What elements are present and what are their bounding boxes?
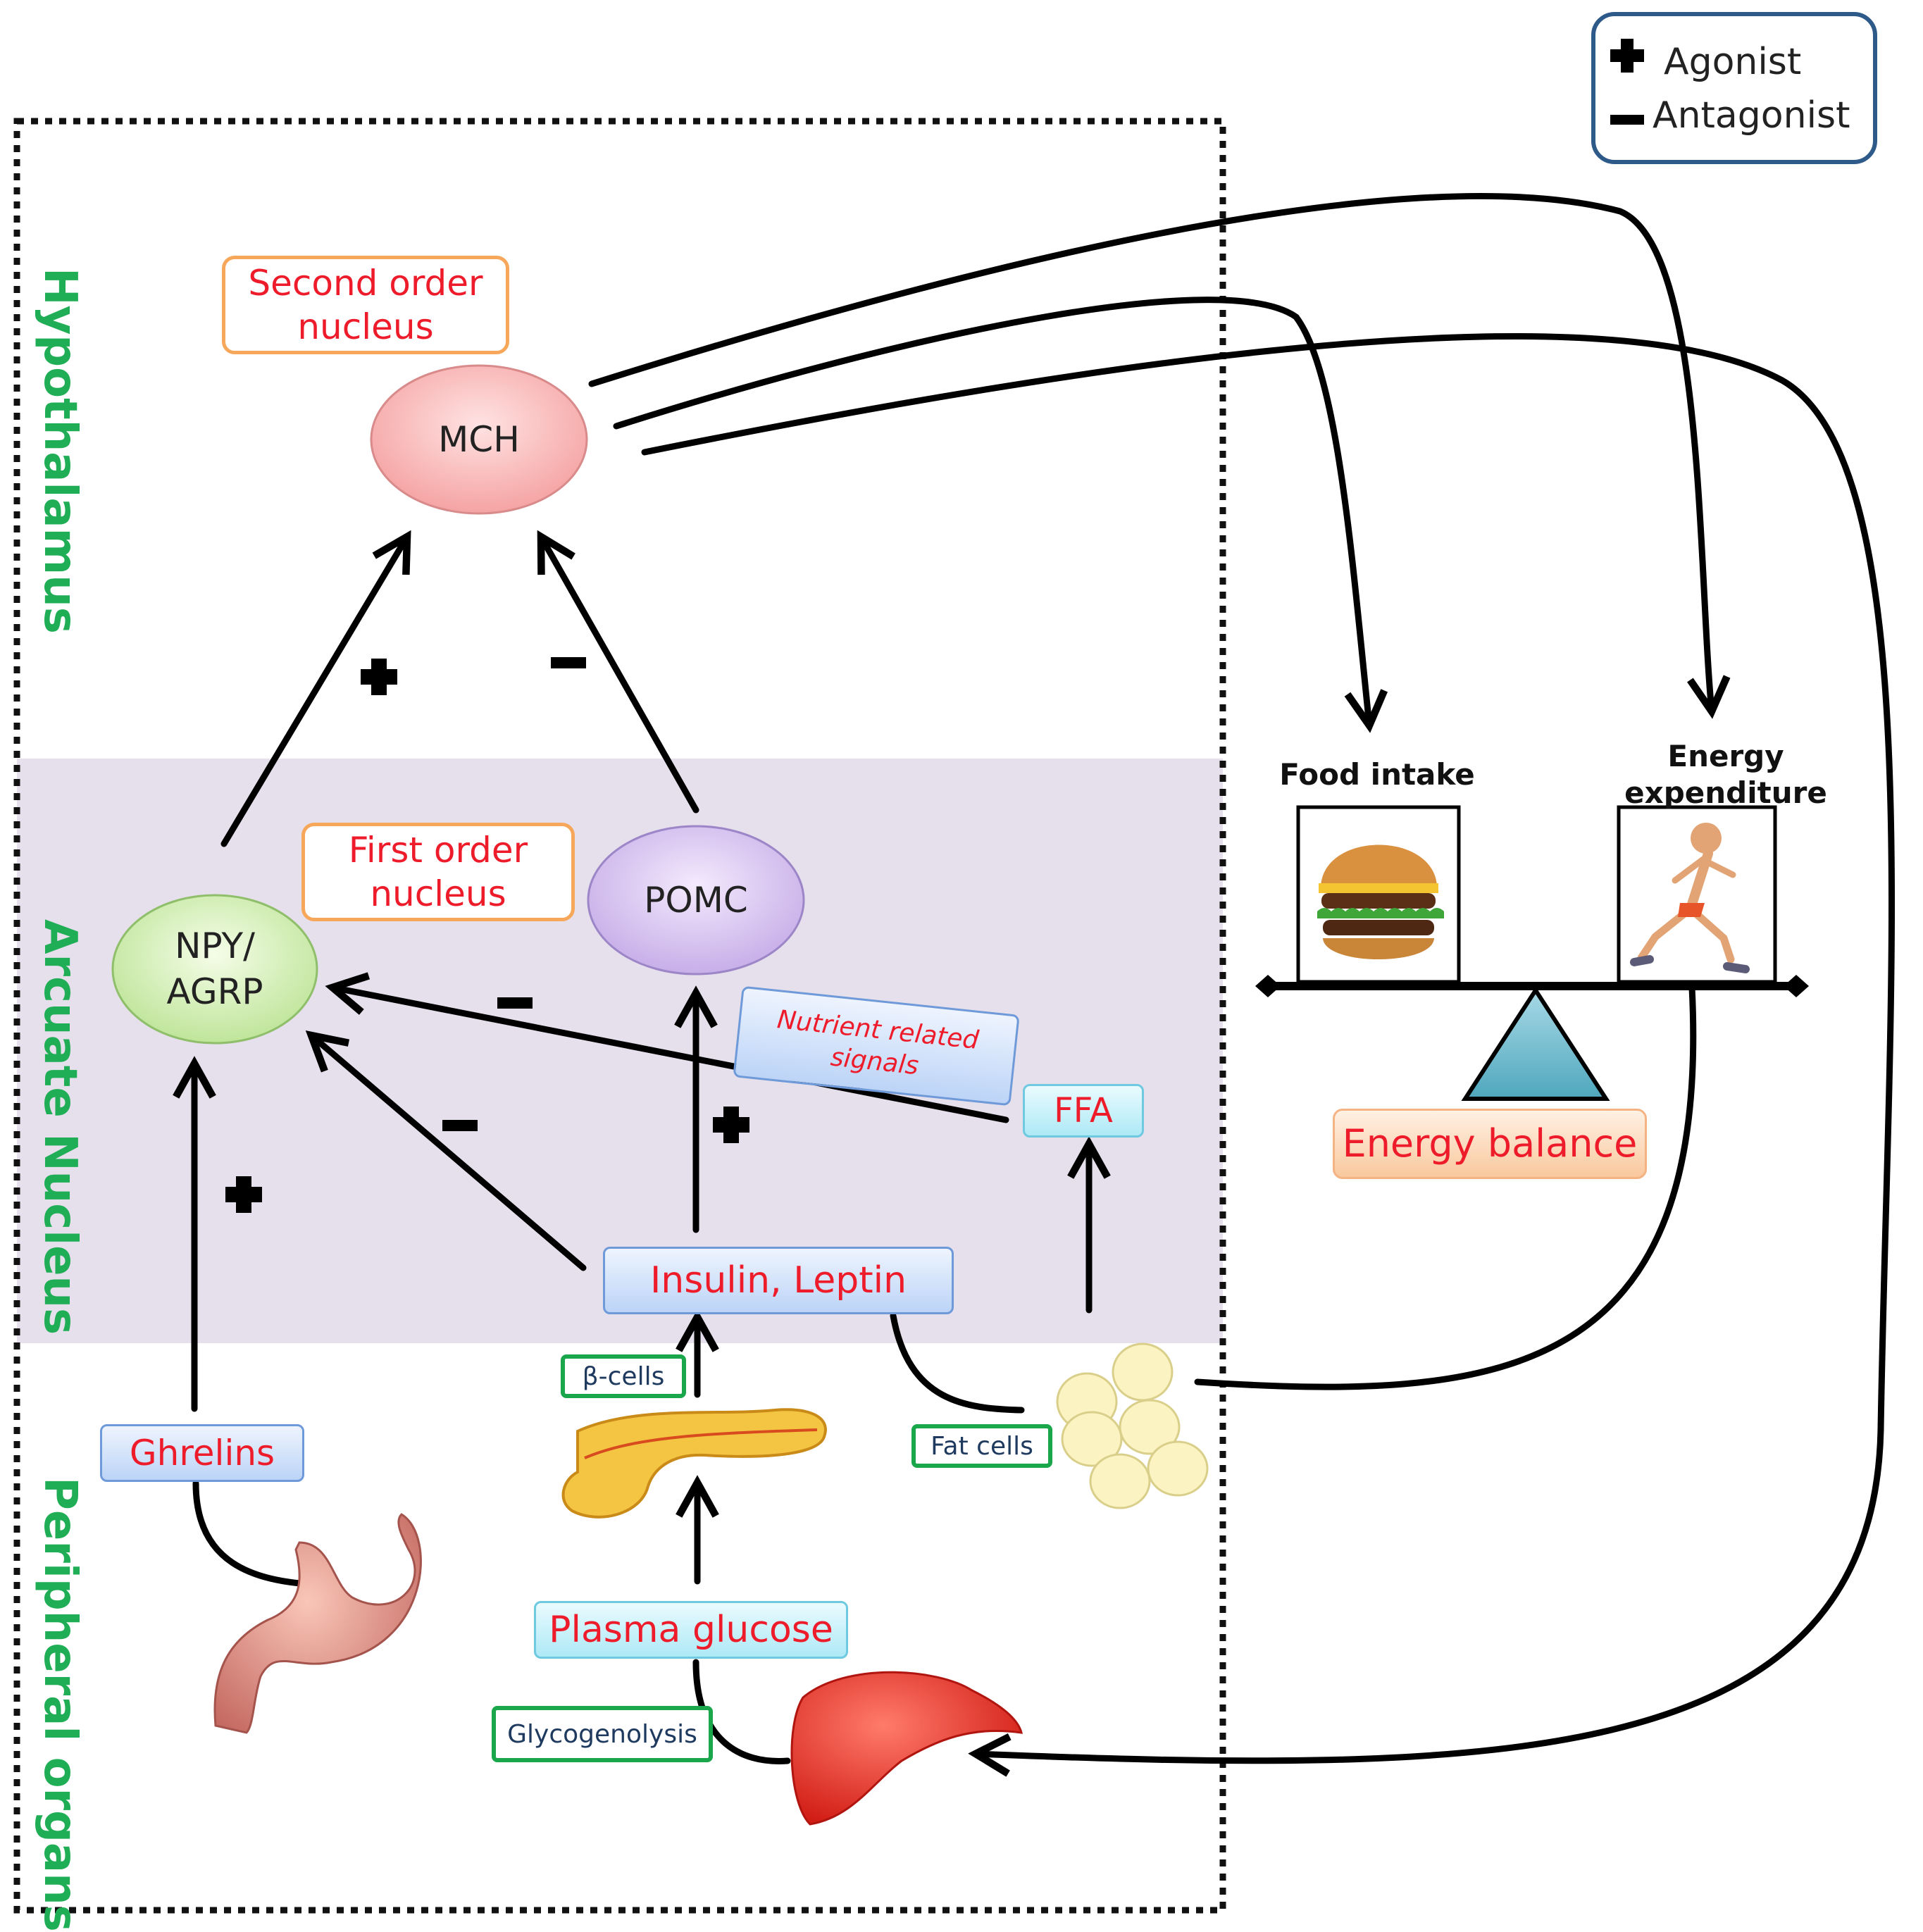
curve-ghrelins-stomach: [192, 1480, 320, 1588]
curve-mch-to-liver: [641, 333, 1896, 1761]
legend-minus-icon: [1610, 115, 1644, 125]
agonist-sign-ghrelins: [225, 1176, 262, 1213]
antagonist-sign-ffa-npy: [497, 997, 533, 1009]
antagonist-sign-insulin-npy: [442, 1120, 478, 1131]
curve-mch-to-food-intake: [613, 297, 1369, 725]
arrow-ffa-to-npy: [332, 987, 1009, 1123]
legend-plus-icon: [1610, 39, 1644, 73]
burger-icon: [1296, 805, 1461, 984]
glycogenolysis-box: Glycogenolysis: [492, 1706, 713, 1762]
arrow-insulin-to-npy: [311, 1035, 587, 1271]
agonist-sign-npy-mch: [361, 659, 397, 695]
ghrelins-box: Ghrelins: [100, 1424, 304, 1482]
insulin-leptin-box: Insulin, Leptin: [603, 1247, 954, 1314]
pomc-ellipse: [587, 825, 805, 976]
legend-agonist-label: Agonist: [1664, 40, 1802, 83]
liver-icon: [790, 1671, 1023, 1826]
agonist-sign-insulin-pomc: [713, 1107, 749, 1143]
energy-expenditure-label: Energy expenditure: [1624, 738, 1827, 811]
region-arcuate-label: Arcuate Nucleus: [34, 918, 86, 1335]
fat-cells-icon: [1056, 1342, 1209, 1509]
first-order-nucleus-box: First order nucleus: [301, 823, 575, 921]
second-order-nucleus-box: Second order nucleus: [222, 256, 509, 354]
region-hypothalamus-label: Hypothalamus: [34, 268, 86, 634]
antagonist-sign-pomc-mch: [551, 657, 586, 668]
curve-balance-to-fatcells: [1194, 984, 1697, 1390]
pancreas-icon: [561, 1408, 827, 1519]
curve-mch-to-energy-expenditure: [588, 193, 1712, 711]
stomach-icon: [213, 1513, 422, 1734]
runner-icon: [1617, 805, 1777, 984]
legend-antagonist-label: Antagonist: [1653, 94, 1850, 137]
ffa-box: FFA: [1023, 1084, 1144, 1138]
curve-insulin-fatcells: [890, 1312, 1025, 1414]
energy-balance-box: Energy balance: [1333, 1109, 1647, 1179]
npy-ellipse: [111, 894, 318, 1045]
food-intake-label: Food intake: [1279, 756, 1475, 792]
arrow-pomc-to-mch: [541, 537, 699, 814]
arrow-npy-to-mch: [220, 537, 407, 847]
balance-scale: [1255, 975, 1809, 1101]
mch-label: MCH: [438, 418, 520, 460]
curve-glucose-liver: [692, 1659, 791, 1764]
region-peripheral-label: Peripheral organs: [34, 1477, 86, 1932]
mch-ellipse: [370, 364, 588, 515]
fat-cells-box: Fat cells: [911, 1424, 1052, 1468]
npy-agrp-label: NPY/ AGRP: [166, 926, 263, 1012]
legend-box: [1591, 12, 1877, 164]
pomc-label: POMC: [644, 879, 748, 921]
plasma-glucose-box: Plasma glucose: [534, 1601, 848, 1659]
hypothalamus-boundary: [13, 118, 1226, 1914]
beta-cells-box: β-cells: [561, 1354, 686, 1398]
